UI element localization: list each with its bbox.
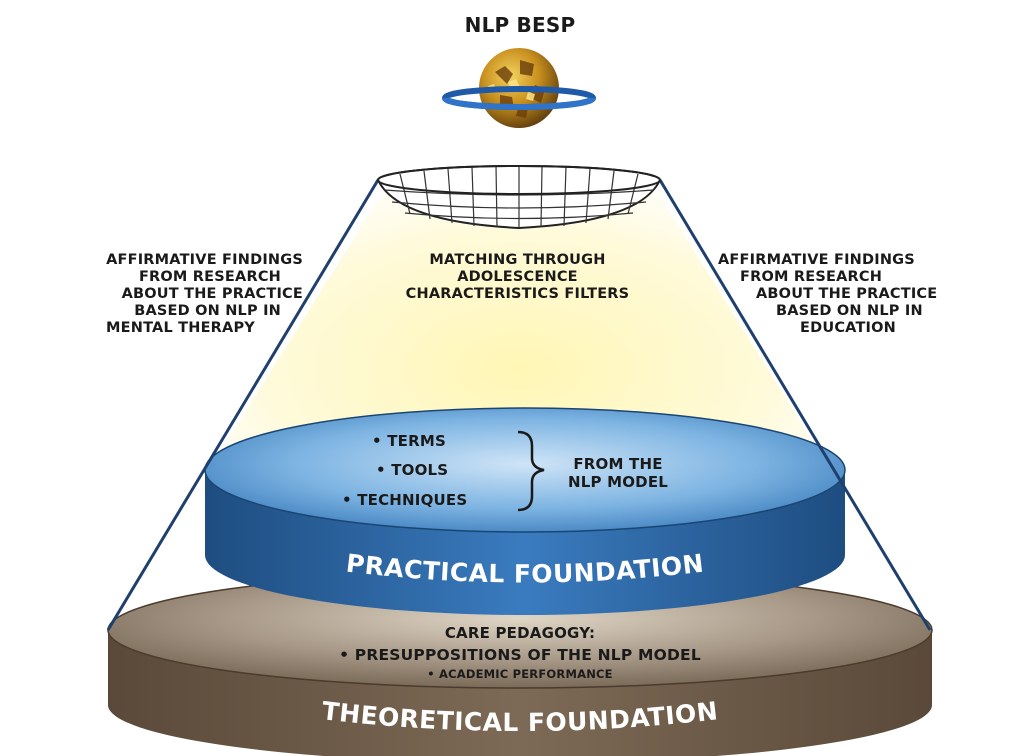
left-line: FROM RESEARCH [138, 269, 281, 286]
diagram-title: NLP BESP [464, 13, 576, 37]
globe-icon [442, 48, 596, 128]
right-line: FROM RESEARCH [740, 269, 883, 286]
practical-item-tools: • TOOLS [376, 461, 449, 479]
right-line: ABOUT THE PRACTICE [756, 286, 938, 303]
center-line: ADOLESCENCE [457, 269, 578, 286]
practical-item-techniques: • TECHNIQUES [342, 491, 468, 509]
left-line: MENTAL THERAPY [106, 320, 255, 337]
cone-left-line [106, 179, 380, 631]
practical-item-terms: • TERMS [372, 432, 446, 450]
center-filters-text: MATCHING THROUGH ADOLESCENCE CHARACTERIS… [355, 252, 680, 303]
left-line: ABOUT THE PRACTICE [121, 286, 303, 303]
curly-brace [517, 430, 545, 512]
theoretical-heading: CARE PEDAGOGY: [444, 624, 596, 642]
practical-source-line: NLP MODEL [567, 472, 669, 491]
center-line: MATCHING THROUGH [429, 252, 606, 268]
theoretical-academic-performance: • ACADEMIC PERFORMANCE [427, 667, 613, 681]
practical-source-line: FROM THE [573, 455, 663, 473]
left-line: BASED ON NLP IN [134, 303, 281, 320]
theoretical-presuppositions: • PRESUPPOSITIONS OF THE NLP MODEL [339, 646, 701, 664]
right-line: BASED ON NLP IN [776, 303, 923, 320]
filter-grid-dish-icon [376, 165, 662, 230]
practical-foundation-disc [204, 407, 846, 615]
left-findings-text: AFFIRMATIVE FINDINGS FROM RESEARCH ABOUT… [5, 252, 303, 338]
right-line: EDUCATION [800, 320, 897, 337]
cone-right-line [658, 179, 932, 631]
left-line: AFFIRMATIVE FINDINGS [106, 252, 303, 268]
center-line: CHARACTERISTICS FILTERS [405, 286, 630, 303]
practical-source-text: FROM THE NLP MODEL [548, 455, 688, 491]
right-line: AFFIRMATIVE FINDINGS [718, 252, 915, 268]
right-findings-text: AFFIRMATIVE FINDINGS FROM RESEARCH ABOUT… [718, 252, 1023, 338]
